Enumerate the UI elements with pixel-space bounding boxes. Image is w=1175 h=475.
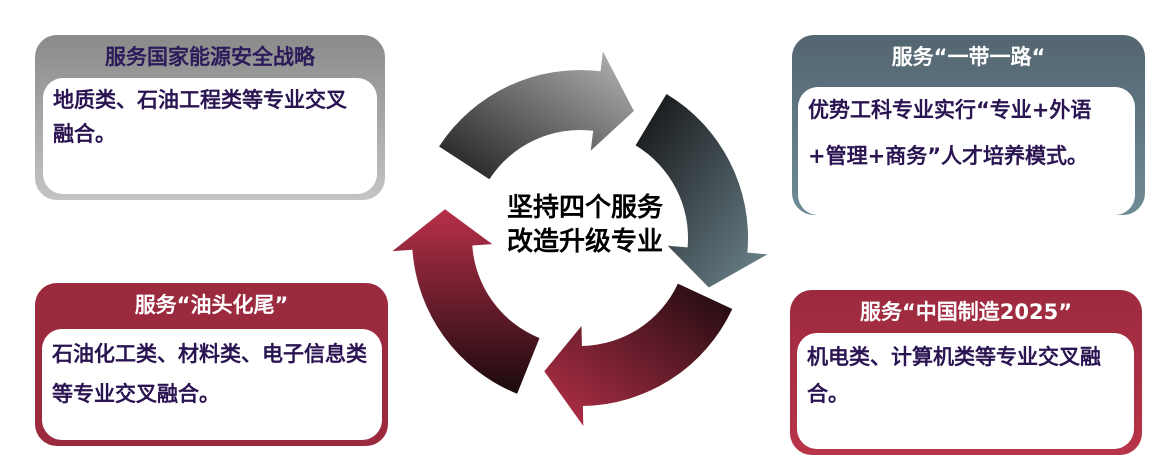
center-line-2: 改造升级专业 — [506, 226, 663, 257]
energy-security-box: 服务国家能源安全战略 地质类、石油工程类等专业交叉融合。 — [35, 35, 385, 200]
slate-arrow — [635, 94, 768, 288]
bottom-red-arrow — [544, 283, 733, 426]
belt-road-box: 服务“一带一路“ 优势工科专业实行“专业+外语+管理+商务”人才培养模式。 — [792, 35, 1145, 215]
box-title: 服务“一带一路“ — [891, 45, 1046, 69]
box-body: 优势工科专业实行“专业+外语+管理+商务”人才培养模式。 — [798, 87, 1135, 215]
gray-arrow — [439, 51, 634, 180]
box-body: 地质类、石油工程类等专业交叉融合。 — [43, 78, 377, 194]
box-body: 机电类、计算机类等专业交叉融合。 — [797, 333, 1134, 449]
center-line-1: 坚持四个服务 — [506, 193, 663, 223]
petrochemical-box: 服务“油头化尾” 石油化工类、材料类、电子信息类等专业交叉融合。 — [35, 283, 388, 446]
box-title: 服务“油头化尾” — [134, 293, 289, 317]
left-red-arrow — [392, 209, 540, 394]
box-title: 服务“中国制造2025” — [859, 300, 1073, 324]
center-label: 坚持四个服务 改造升级专业 — [480, 192, 690, 260]
box-body: 石油化工类、材料类、电子信息类等专业交叉融合。 — [42, 329, 382, 440]
made-in-china-box: 服务“中国制造2025” 机电类、计算机类等专业交叉融合。 — [790, 290, 1142, 455]
box-title: 服务国家能源安全战略 — [105, 45, 315, 69]
